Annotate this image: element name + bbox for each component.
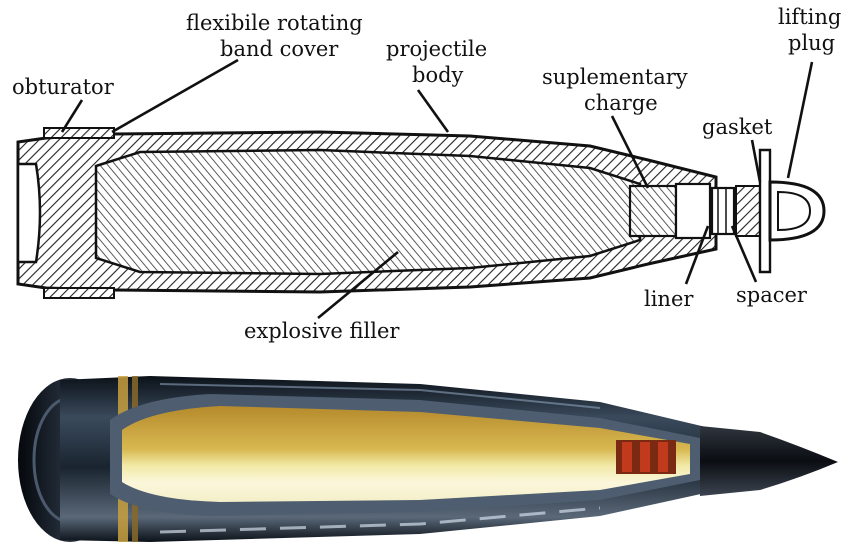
cutaway-nose	[700, 426, 838, 496]
leader-obturator	[60, 99, 84, 133]
label-band-cover-line2: band cover	[220, 37, 339, 61]
lifting-plug-inner	[777, 190, 812, 232]
cutaway-highlight	[159, 506, 601, 534]
label-suplementary-line1: suplementary	[542, 65, 688, 89]
gasket	[735, 185, 761, 237]
rotating-band-bottom	[43, 287, 115, 299]
cutaway-explosive-filler	[122, 406, 690, 502]
leader-gasket	[750, 139, 762, 183]
obturator-ring	[43, 127, 115, 139]
leader-projectile-body	[416, 89, 450, 133]
cutaway-charge-stripe	[640, 442, 650, 472]
cutaway-highlight	[159, 383, 601, 409]
sectional-drawing	[16, 127, 826, 299]
leader-explosive-filler	[317, 250, 399, 320]
cutaway-charge-stripe	[658, 442, 668, 472]
label-gasket: gasket	[702, 115, 773, 139]
label-lifting-line1: lifting	[778, 5, 841, 29]
spacer	[710, 186, 736, 236]
suplementary-charge	[628, 184, 678, 238]
label-lifting-line2: plug	[788, 31, 835, 55]
label-projectile-line1: projectile	[386, 37, 487, 61]
cutaway-render	[18, 376, 838, 542]
cutaway-charge-stripe	[622, 442, 632, 472]
explosive-filler-cavity	[94, 148, 642, 276]
labels: obturator flexibile rotating band cover …	[12, 5, 841, 343]
label-projectile-line2: body	[412, 63, 464, 87]
base-cavity	[16, 162, 42, 264]
label-explosive-filler: explosive filler	[244, 319, 400, 343]
label-spacer: spacer	[736, 283, 808, 307]
label-obturator: obturator	[12, 75, 115, 99]
label-band-cover-line1: flexibile rotating	[186, 11, 363, 35]
label-suplementary-line2: charge	[584, 91, 658, 115]
leader-lines	[60, 58, 814, 320]
label-liner: liner	[644, 287, 694, 311]
leader-lifting-plug	[786, 61, 814, 179]
leader-liner	[684, 225, 710, 285]
liner	[674, 182, 712, 240]
leader-spacer	[730, 225, 758, 283]
leader-suplementary-charge	[610, 115, 650, 189]
lifting-plug-flange	[758, 148, 772, 274]
leader-band-cover	[111, 58, 239, 134]
